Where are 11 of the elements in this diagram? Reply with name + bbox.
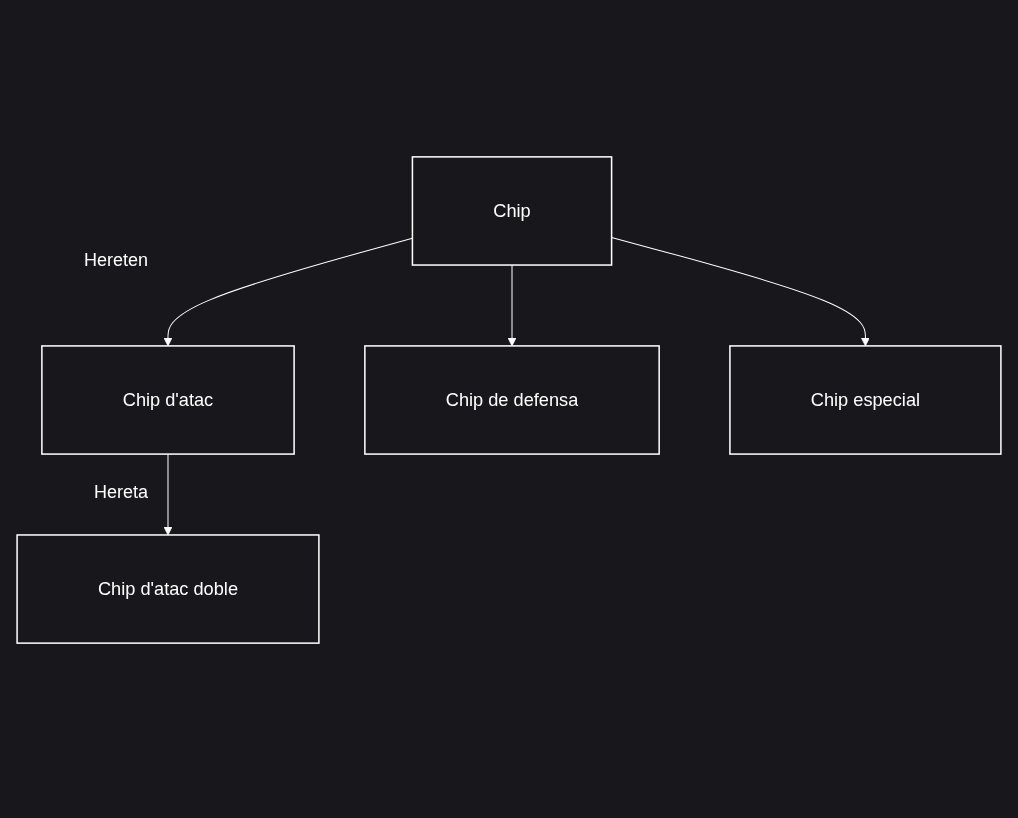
node-box: Chip [411,156,613,266]
note-text: Hereta [94,482,148,503]
arrow [163,237,413,347]
node-box: Chip d'atac doble [16,534,320,644]
node-box: Chip de defensa [364,345,660,455]
arrow [163,453,173,536]
arrow [507,264,517,347]
node-box: Chip especial [729,345,1002,455]
arrow [611,237,870,347]
node-box: Chip d'atac [41,345,295,455]
note-text: Hereten [84,249,149,271]
